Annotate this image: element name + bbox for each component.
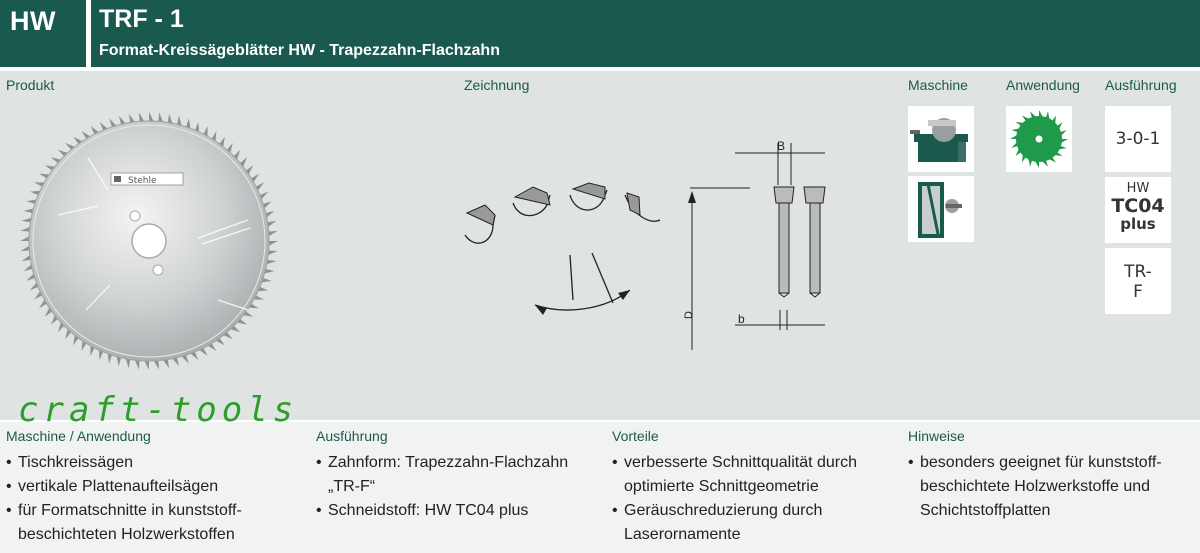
column-label-produkt: Produkt [6, 77, 55, 93]
dimension-label-D: D [683, 311, 695, 319]
page-subtitle: Format-Kreissägeblätter HW - Trapezzahn-… [99, 42, 500, 59]
blade-tooth [116, 355, 122, 367]
list-item-continued: optimierte Schnittgeometrie [624, 478, 819, 495]
list-item-continued: Schichtstoffplatten [920, 502, 1051, 519]
category-badge: HW [0, 0, 86, 67]
blade-tooth [138, 112, 145, 123]
blade-tooth [20, 226, 31, 232]
info-column-ausfuehrung: Ausführung Zahnform: Trapezzahn-Flachzah… [316, 422, 606, 523]
green-blade-tooth [1034, 160, 1039, 168]
list-item: Schneidstoff: HW TC04 plus [316, 499, 606, 523]
blade-tooth [20, 245, 31, 252]
blade-tooth [153, 359, 160, 370]
tooth-shape-line-2: F [1133, 282, 1143, 302]
list-item: Geräuschreduzierung durch [612, 499, 902, 523]
blade-logo-text: Stehle [128, 176, 157, 186]
info-column-vorteile: Vorteile verbesserte Schnittqualität dur… [612, 422, 902, 547]
blade-tooth [23, 263, 34, 272]
title-bar: TRF - 1 Format-Kreissägeblätter HW - Tra… [91, 0, 1200, 67]
info-title-maschine: Maschine / Anwendung [6, 428, 151, 444]
blade-tooth [134, 359, 140, 370]
blade-tooth [171, 356, 180, 367]
blade-tooth [125, 357, 131, 369]
green-blade-tooth [1060, 139, 1068, 144]
blade-tooth [162, 358, 170, 369]
blade-tooth [23, 208, 35, 214]
blade-tooth [149, 112, 155, 123]
saw-blade-green-icon [1010, 110, 1068, 168]
info-list-hinweise: besonders geeignet für kunststoff- besch… [908, 451, 1198, 523]
info-title-hinweise: Hinweise [908, 428, 965, 444]
header: HW TRF - 1 Format-Kreissägeblätter HW - … [0, 0, 1200, 67]
blade-tooth [263, 268, 275, 274]
list-item-continued: Laserornamente [624, 526, 741, 543]
blade-tooth [267, 250, 278, 256]
blade-tooth [265, 259, 277, 265]
blade-tooth [176, 115, 182, 127]
blade-tooth [21, 217, 33, 223]
list-item: besonders geeignet für kunststoff- [908, 451, 1198, 475]
material-line-1: HW [1126, 181, 1150, 196]
table-saw-icon [910, 118, 968, 162]
tooth-shape-line-1: TR- [1124, 262, 1152, 282]
vertical-panel-saw-icon [918, 182, 962, 238]
blade-tooth [266, 220, 277, 228]
list-item-continued: „TR-F“ [328, 478, 376, 495]
info-title-vorteile: Vorteile [612, 428, 659, 444]
list-item: Zahnform: Trapezzahn-Flachzahn [316, 451, 606, 475]
list-item-continued: beschichteten Holzwerkstoffen [18, 526, 235, 543]
dimension-label-B: B [777, 139, 785, 153]
cutting-material-tile: HW TC04 plus [1105, 177, 1171, 243]
blade-tooth [167, 113, 173, 125]
product-image-saw-blade: Stehle [18, 110, 280, 377]
blade-tooth [267, 241, 278, 247]
list-item: Tischkreissägen [6, 451, 306, 475]
design-code: 3-0-1 [1115, 129, 1161, 149]
info-list-maschine: Tischkreissägen vertikale Plattenaufteil… [6, 451, 306, 547]
list-item: verbesserte Schnittqualität durch [612, 451, 902, 475]
stehle-logo: Stehle [110, 172, 184, 186]
column-label-zeichnung: Zeichnung [464, 77, 530, 93]
tooth-shape-tile: TR- F [1105, 248, 1171, 314]
blade-tooth [128, 113, 136, 124]
page-title: TRF - 1 [99, 5, 184, 33]
blade-tooth [267, 230, 278, 237]
blade-tooth [118, 115, 127, 126]
material-line-3: plus [1120, 215, 1156, 233]
design-code-tile: 3-0-1 [1105, 106, 1171, 172]
technical-drawing: D B b [455, 125, 835, 360]
column-label-ausfuehrung: Ausführung [1105, 77, 1177, 93]
blade-tooth [21, 254, 32, 262]
info-column-hinweise: Hinweise besonders geeignet für kunststo… [908, 422, 1198, 523]
category-label: HW [10, 6, 56, 36]
application-tile [1006, 106, 1072, 172]
machine-table-saw-tile [908, 106, 974, 172]
list-item: vertikale Plattenaufteilsägen [6, 475, 306, 499]
list-item: für Formatschnitte in kunststoff- [6, 499, 306, 523]
list-item-continued: beschichtete Holzwerkstoffe und [920, 478, 1151, 495]
info-title-ausfuehrung: Ausführung [316, 428, 388, 444]
tooth-profile-drawing: D B b [464, 139, 826, 350]
dimension-label-b: b [738, 312, 745, 326]
blade-tooth [264, 210, 275, 219]
green-blade-tooth [1039, 110, 1044, 118]
material-line-2: TC04 [1111, 195, 1165, 217]
machine-vertical-panel-saw-tile [908, 176, 974, 242]
column-label-maschine: Maschine [908, 77, 968, 93]
info-list-ausfuehrung: Zahnform: Trapezzahn-Flachzahn „TR-F“ Sc… [316, 451, 606, 523]
column-label-anwendung: Anwendung [1006, 77, 1080, 93]
info-column-maschine: Maschine / Anwendung Tischkreissägen ver… [6, 422, 306, 547]
info-section: Maschine / Anwendung Tischkreissägen ver… [0, 422, 1200, 553]
blade-tooth [158, 112, 164, 123]
info-list-vorteile: verbesserte Schnittqualität durch optimi… [612, 451, 902, 547]
saw-blade-icon: Stehle [20, 112, 278, 370]
